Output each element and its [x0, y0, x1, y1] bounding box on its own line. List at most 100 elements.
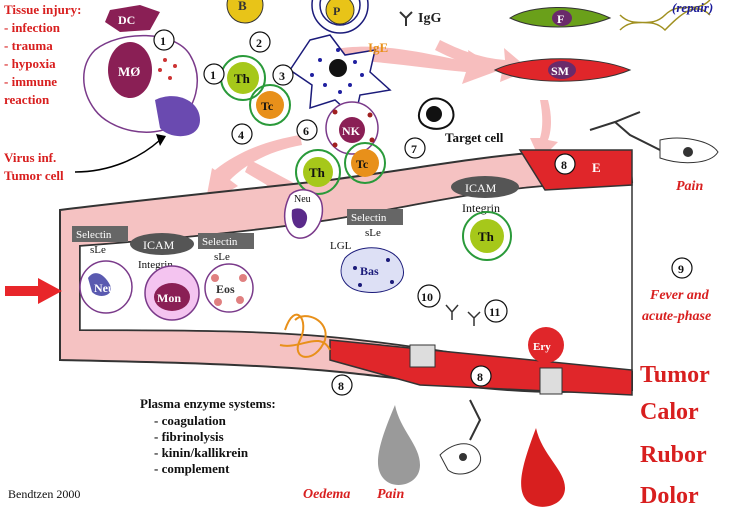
step-marker: 9 — [671, 257, 693, 279]
svg-text:Ery: Ery — [533, 341, 551, 353]
th-cell-3: Th — [462, 211, 512, 261]
svg-text:DC: DC — [118, 13, 135, 27]
svg-text:7: 7 — [411, 142, 417, 156]
step-marker: 8 — [331, 374, 353, 396]
dna-icon — [619, 0, 711, 32]
eosinophil-cell: Eos — [204, 263, 254, 313]
svg-text:Mon: Mon — [157, 291, 181, 305]
target-cell — [417, 97, 455, 130]
igg-icon — [399, 11, 413, 26]
svg-text:- coagulation: - coagulation — [154, 413, 227, 428]
svg-text:Th: Th — [309, 165, 326, 180]
svg-text:Selectin: Selectin — [351, 212, 387, 224]
step-marker: 4 — [231, 123, 253, 145]
svg-text:Neu: Neu — [294, 194, 311, 205]
virus-text: Virus inf. Tumor cell — [4, 150, 64, 183]
svg-text:sLe: sLe — [90, 244, 106, 256]
svg-text:ICAM: ICAM — [143, 238, 175, 252]
injury-item: - hypoxia — [4, 56, 56, 71]
nerve-ending — [589, 111, 719, 164]
icam-integrin-left: ICAM Integrin — [130, 233, 194, 271]
svg-text:Neu: Neu — [94, 281, 115, 295]
fibroblast-cell: F — [508, 7, 612, 28]
step-marker: 8 — [554, 153, 576, 175]
igg-label: IgG — [418, 11, 441, 26]
svg-text:Tc: Tc — [261, 99, 274, 113]
svg-text:1: 1 — [210, 68, 216, 82]
lgl-label: LGL — [330, 240, 352, 252]
tc-cell-2: Tc — [344, 142, 386, 184]
step-marker: 11 — [484, 299, 508, 323]
svg-text:sLe: sLe — [365, 227, 381, 239]
svg-text:Oedema: Oedema — [303, 487, 350, 502]
target-label: Target cell — [445, 130, 504, 145]
svg-text:Virus inf.: Virus inf. — [4, 150, 56, 165]
cardinal-signs: Tumor Calor Rubor Dolor — [640, 362, 710, 509]
dendritic-cell: DC — [105, 5, 160, 32]
selectin-left: Selectin sLe — [72, 226, 128, 256]
svg-text:- fibrinolysis: - fibrinolysis — [154, 429, 224, 444]
svg-text:Tumor cell: Tumor cell — [4, 168, 64, 183]
injury-item: reaction — [4, 92, 50, 107]
injury-item: - infection — [4, 20, 61, 35]
svg-text:9: 9 — [678, 262, 684, 276]
injury-title: Tissue injury: — [4, 2, 81, 17]
erythrocyte: Ery — [528, 327, 564, 363]
svg-text:Dolor: Dolor — [640, 483, 699, 509]
svg-text:SM: SM — [551, 64, 569, 78]
svg-text:8: 8 — [561, 158, 567, 172]
th-cell-2: Th — [295, 149, 341, 195]
smooth-muscle-cell: SM — [493, 58, 632, 82]
blood-drop — [521, 428, 565, 507]
basophil-cell: Bas — [340, 247, 404, 294]
svg-text:11: 11 — [489, 305, 500, 319]
svg-text:2: 2 — [256, 36, 262, 50]
step-marker: 10 — [417, 284, 441, 308]
svg-text:Tumor: Tumor — [640, 362, 710, 388]
svg-text:Tc: Tc — [356, 157, 369, 171]
svg-text:3: 3 — [279, 69, 285, 83]
svg-text:P: P — [333, 4, 340, 18]
antibody-icon — [467, 311, 481, 326]
endothelium-label: E — [592, 160, 601, 175]
svg-text:Th: Th — [234, 71, 251, 86]
tc-cell: Tc — [249, 84, 291, 126]
step-marker: 2 — [249, 31, 271, 53]
th-cell: Th — [220, 55, 266, 101]
svg-text:Selectin: Selectin — [202, 236, 238, 248]
svg-text:Bas: Bas — [360, 264, 379, 278]
injury-item: - trauma — [4, 38, 53, 53]
svg-text:Selectin: Selectin — [76, 229, 112, 241]
migrating-neutrophil: Neu — [283, 189, 324, 239]
svg-text:Th: Th — [478, 229, 495, 244]
svg-text:- kinin/kallikrein: - kinin/kallikrein — [154, 445, 249, 460]
svg-text:1: 1 — [160, 34, 166, 48]
plasma-cell: P — [311, 0, 369, 34]
svg-text:- complement: - complement — [154, 461, 230, 476]
svg-text:sLe: sLe — [214, 251, 230, 263]
bottom-labels: Oedema Pain — [303, 487, 404, 502]
svg-text:6: 6 — [303, 124, 309, 138]
b-cell: B — [226, 0, 264, 24]
svg-text:8: 8 — [477, 370, 483, 384]
fibrin-strands — [279, 313, 331, 358]
repair-label: (repair) — [672, 0, 713, 15]
svg-text:Eos: Eos — [216, 282, 235, 296]
svg-text:Calor: Calor — [640, 399, 699, 425]
mast-cell — [288, 34, 392, 120]
svg-text:NK: NK — [342, 124, 361, 138]
step-marker: 1 — [203, 63, 225, 85]
lower-nerve — [439, 399, 482, 475]
monocyte-cell: Mon — [144, 265, 200, 321]
svg-text:F: F — [557, 12, 564, 26]
virus-arrow — [74, 139, 161, 173]
selectin-right: Selectin sLe — [347, 209, 403, 239]
svg-text:Rubor: Rubor — [640, 442, 707, 468]
macrophage-cell: MØ — [83, 34, 200, 137]
step-marker: 1 — [153, 29, 175, 51]
step-marker: 7 — [404, 137, 426, 159]
svg-text:4: 4 — [238, 128, 244, 142]
step-markers: 1 1 2 3 4 6 7 8 8 8 9 10 11 — [153, 29, 693, 396]
